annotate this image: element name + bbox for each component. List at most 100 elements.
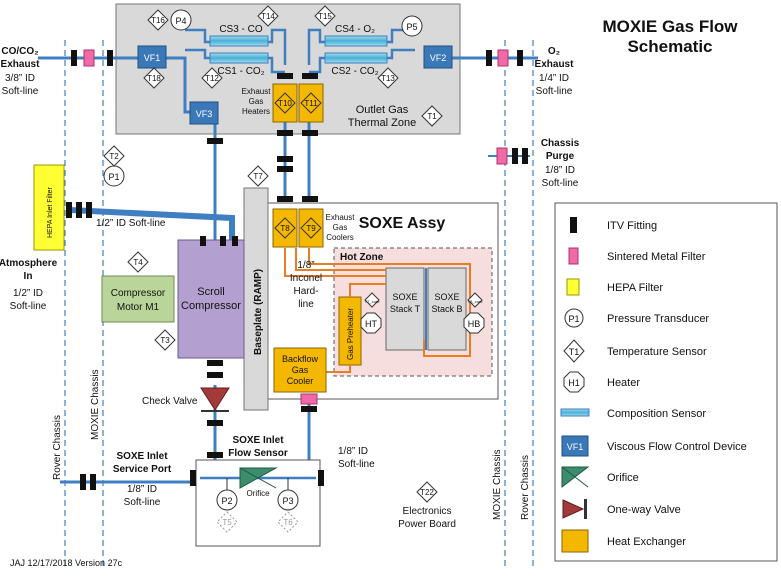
legend-temperature: Temperature Sensor: [607, 346, 707, 358]
t16-sensor-icon: [147, 9, 169, 31]
legend-sintered: Sintered Metal Filter: [607, 251, 706, 263]
cs1-label: CS1 - CO₂: [217, 66, 264, 77]
cs4-sensor: [324, 35, 388, 47]
ht-heater: [360, 312, 382, 334]
moxie-chassis-left-label: MOXIE Chassis: [90, 369, 101, 440]
flow-sensor-label-1: SOXE Inlet: [232, 435, 284, 446]
title-line-1: MOXIE Gas Flow: [602, 17, 738, 36]
o2-exhaust-2: Exhaust: [535, 59, 575, 70]
inconel-label-1: 1/8”: [297, 260, 314, 271]
chassis-purge-4: Soft-line: [542, 178, 579, 189]
scroll-compressor: [177, 239, 245, 359]
t14-sensor-icon: [257, 5, 279, 27]
chassis-purge-2: Purge: [546, 151, 575, 162]
t18-sensor-label: T18: [147, 74, 161, 83]
coolers-label-3: Coolers: [326, 233, 354, 242]
hb-heater: [463, 312, 485, 334]
cs1-sensor: [209, 52, 269, 64]
coolers-label-2: Gas: [333, 223, 348, 232]
cs3-sensor: [209, 35, 269, 47]
vf2-label: VF2: [430, 53, 447, 63]
t11-sensor-icon: [300, 92, 322, 114]
t15-sensor-icon: [314, 5, 336, 27]
hb-label: HB: [468, 319, 481, 329]
hepa-inlet-filter: [33, 164, 65, 251]
vf2-device: [423, 45, 453, 69]
flow-sensor-label-2: Flow Sensor: [228, 448, 288, 459]
t10-sensor-icon: [274, 92, 296, 114]
stack-t-label-2: Stack T: [390, 304, 421, 314]
vf1-device: [137, 45, 167, 69]
coolers-label-1: Exhaust: [326, 213, 356, 222]
exhaust-heaters-1: Exhaust: [242, 87, 272, 96]
t4-sensor-label: T4: [133, 258, 143, 267]
o2-exhaust-3: 1/4” ID: [539, 73, 569, 84]
t1-sensor-label: T1: [427, 112, 437, 121]
backflow-cooler: [273, 347, 327, 393]
o2-exhaust-4: Soft-line: [536, 86, 573, 97]
stack-b-label-2: Stack B: [431, 304, 462, 314]
copper-lines: [284, 248, 471, 373]
t13-sensor-icon: [377, 67, 399, 89]
t22-sensor-icon: [416, 481, 438, 503]
co-exhaust-2: Exhaust: [1, 59, 41, 70]
port-labels: CO/CO₂ Exhaust 3/8” ID Soft-line O₂ Exha…: [0, 46, 580, 508]
t6-sensor-label: T6: [283, 518, 293, 527]
p3-label: P3: [282, 496, 293, 506]
legend-sym-t1: T1: [569, 347, 580, 357]
t14-sensor-label: T14: [261, 12, 275, 21]
t5-sensor-icon: [216, 511, 238, 533]
tt-core-sensor-icon: [364, 292, 380, 308]
t2-sensor-icon: [103, 145, 125, 167]
inconel-label-2: Inconel: [290, 273, 322, 284]
vf3-device: [189, 101, 219, 125]
soft-line-label: 1/2” ID Soft-line: [96, 218, 166, 229]
p1-label: P1: [108, 172, 119, 182]
cs3-label: CS3 - CO: [219, 24, 263, 35]
check-valve: [200, 387, 230, 411]
sintered-filters: [83, 49, 509, 405]
t16-sensor-label: T16: [151, 16, 165, 25]
atmosphere-in-1: Atmosphere: [0, 258, 58, 269]
compressor-motor: [101, 275, 175, 323]
baseplate-label: Baseplate (RAMP): [253, 269, 264, 355]
ht-label: HT: [365, 319, 377, 329]
atmosphere-in-4: Soft-line: [10, 301, 47, 312]
outlet-zone-label-1: Outlet Gas: [356, 104, 409, 116]
legend-itv: ITV Fitting: [607, 220, 657, 232]
tb-core-sensor-icon: [467, 292, 483, 308]
outlet-zone-label-2: Thermal Zone: [348, 117, 416, 129]
inlet-soft-2: Soft-line: [338, 459, 375, 470]
t22-sensor-label: T22: [420, 488, 434, 497]
exhaust-heaters-3: Heaters: [242, 107, 270, 116]
soxe-stack-b: [427, 267, 467, 351]
soxe-port-1: SOXE Inlet: [116, 451, 168, 462]
hepa-label: HEPA Inlet Filter: [47, 186, 54, 238]
t1-sensor-icon: [421, 105, 443, 127]
backflow-label-2: Gas: [292, 365, 309, 375]
atmosphere-in-2: In: [24, 271, 33, 282]
soxe-port-2: Service Port: [113, 464, 172, 475]
chassis-purge-1: Chassis: [541, 138, 580, 149]
p2-label: P2: [221, 496, 232, 506]
baseplate-ramp: [243, 187, 269, 411]
inconel-label-4: line: [298, 299, 314, 310]
inlet-soft-1: 1/8” ID: [338, 446, 368, 457]
title-line-2: Schematic: [627, 37, 712, 56]
tt-core-sensor-label: TT_core: [365, 299, 381, 304]
inconel-label-3: Hard-: [293, 286, 318, 297]
t5-sensor-label: T5: [222, 518, 232, 527]
legend-box: [554, 202, 778, 562]
vf3-label: VF3: [196, 109, 213, 119]
compressor-label-2: Compressor: [181, 300, 241, 312]
soxe-port-3: 1/8” ID: [127, 484, 157, 495]
t12-sensor-label: T12: [205, 74, 219, 83]
motor-label-1: Compressor: [111, 288, 166, 299]
rover-chassis-right-label: Rover Chassis: [520, 455, 531, 520]
t13-sensor-label: T13: [381, 74, 395, 83]
soxe-port-4: Soft-line: [124, 497, 161, 508]
legend-heater: Heater: [607, 377, 640, 389]
